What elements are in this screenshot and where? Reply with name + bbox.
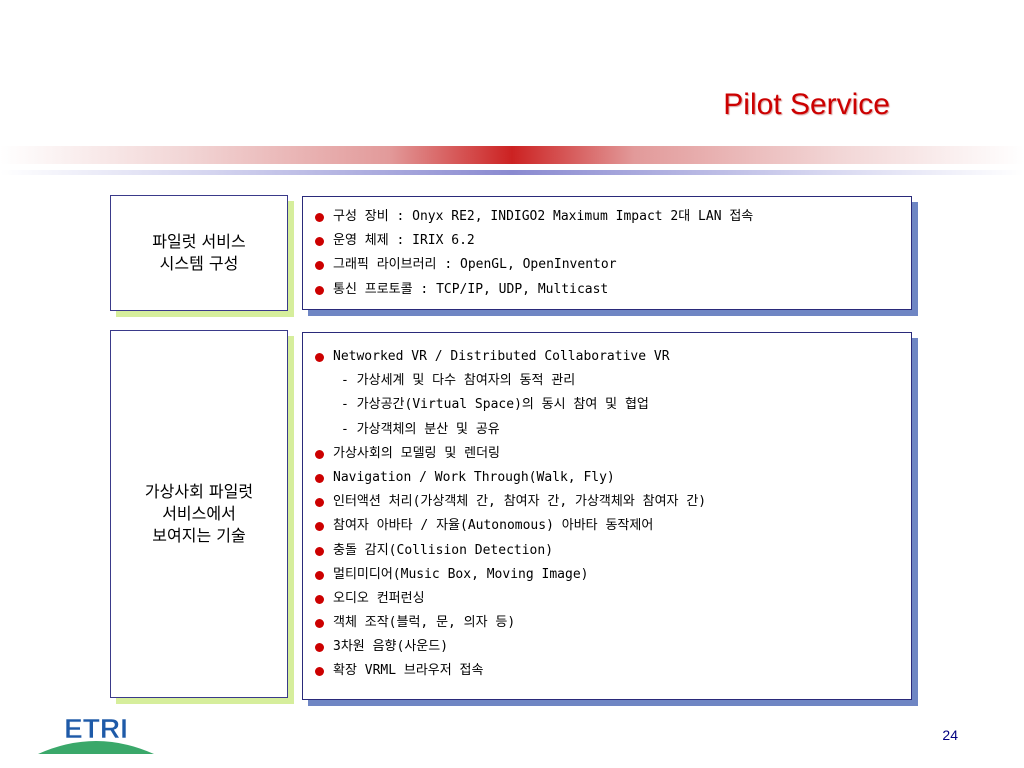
- bullet-icon: [315, 237, 324, 247]
- list-item-text: 참여자 아바타 / 자율(Autonomous) 아바타 동작제어: [333, 518, 654, 534]
- list-item: 멀티미디어(Music Box, Moving Image): [311, 563, 905, 587]
- list-item-text: 그래픽 라이브러리 : OpenGL, OpenInventor: [333, 257, 617, 273]
- list-item: 3차원 음향(사운드): [311, 635, 905, 659]
- label-line: 가상사회 파일럿: [144, 482, 254, 501]
- list-item: 확장 VRML 브라우저 접속: [311, 659, 905, 683]
- list-item-text: 3차원 음향(사운드): [333, 639, 449, 655]
- title-rule-blue: [0, 170, 1024, 175]
- list-item: 그래픽 라이브러리 : OpenGL, OpenInventor: [311, 253, 905, 277]
- section-1-label-text: 파일럿 서비스 시스템 구성: [152, 231, 245, 275]
- bullet-icon: [315, 498, 324, 508]
- list-item: Navigation / Work Through(Walk, Fly): [311, 466, 905, 490]
- section-1-list: 구성 장비 : Onyx RE2, INDIGO2 Maximum Impact…: [311, 205, 905, 302]
- list-item: 오디오 컨퍼런싱: [311, 587, 905, 611]
- list-item-text: - 가상세계 및 다수 참여자의 동적 관리: [341, 373, 576, 389]
- list-item: 가상사회의 모델링 및 렌더링: [311, 442, 905, 466]
- bullet-icon: [315, 213, 324, 222]
- bullet-icon: [315, 546, 324, 556]
- list-item: 통신 프로토콜 : TCP/IP, UDP, Multicast: [311, 278, 905, 302]
- list-item-text: 통신 프로토콜 : TCP/IP, UDP, Multicast: [333, 281, 609, 297]
- list-item: - 가상세계 및 다수 참여자의 동적 관리: [311, 369, 905, 393]
- bullet-icon: [315, 619, 324, 629]
- bullet-icon: [315, 473, 324, 483]
- label-line: 서비스에서: [162, 504, 236, 523]
- title-rule-red: [0, 146, 1024, 164]
- list-item-text: 확장 VRML 브라우저 접속: [333, 663, 484, 679]
- list-item-text: 충돌 감지(Collision Detection): [333, 542, 554, 558]
- list-item-text: 인터액션 처리(가상객체 간, 참여자 간, 가상객체와 참여자 간): [333, 494, 707, 510]
- list-item: - 가상객체의 분산 및 공유: [311, 418, 905, 442]
- list-item-text: 오디오 컨퍼런싱: [333, 590, 425, 606]
- label-line: 보여지는 기술: [152, 526, 246, 545]
- section-1-content: 구성 장비 : Onyx RE2, INDIGO2 Maximum Impact…: [302, 196, 912, 310]
- list-item: 인터액션 처리(가상객체 간, 참여자 간, 가상객체와 참여자 간): [311, 490, 905, 514]
- list-item: 충돌 감지(Collision Detection): [311, 539, 905, 563]
- section-2-label: 가상사회 파일럿 서비스에서 보여지는 기술: [110, 330, 288, 698]
- list-item: - 가상공간(Virtual Space)의 동시 참여 및 협업: [311, 393, 905, 417]
- bullet-icon: [315, 285, 324, 295]
- list-item-text: Navigation / Work Through(Walk, Fly): [333, 469, 615, 485]
- list-item-text: 멀티미디어(Music Box, Moving Image): [333, 566, 589, 582]
- bullet-icon: [315, 261, 324, 271]
- list-item: 객체 조작(블럭, 문, 의자 등): [311, 611, 905, 635]
- bullet-icon: [315, 570, 324, 580]
- page-number: 24: [942, 727, 958, 743]
- label-line: 시스템 구성: [159, 254, 239, 273]
- logo-text: ETRI: [64, 713, 128, 744]
- list-item: 구성 장비 : Onyx RE2, INDIGO2 Maximum Impact…: [311, 205, 905, 229]
- list-item-text: 객체 조작(블럭, 문, 의자 등): [333, 615, 516, 631]
- list-item-text: - 가상객체의 분산 및 공유: [341, 421, 500, 437]
- bullet-icon: [315, 643, 324, 653]
- label-line: 파일럿 서비스: [152, 232, 246, 251]
- section-2-label-text: 가상사회 파일럿 서비스에서 보여지는 기술: [145, 481, 253, 547]
- list-item-text: 운영 체제 : IRIX 6.2: [333, 233, 475, 249]
- list-item: 운영 체제 : IRIX 6.2: [311, 229, 905, 253]
- section-1-label: 파일럿 서비스 시스템 구성: [110, 195, 288, 311]
- list-item-text: 구성 장비 : Onyx RE2, INDIGO2 Maximum Impact…: [333, 209, 754, 224]
- bullet-icon: [315, 522, 324, 532]
- list-item-text: - 가상공간(Virtual Space)의 동시 참여 및 협업: [341, 397, 649, 413]
- bullet-icon: [315, 667, 324, 677]
- list-item: Networked VR / Distributed Collaborative…: [311, 345, 905, 369]
- slide-title: Pilot Service: [723, 88, 890, 121]
- bullet-icon: [315, 594, 324, 604]
- logo-green-arc-icon: [38, 741, 154, 754]
- etri-logo: ETRI: [38, 713, 154, 754]
- section-2-list: Networked VR / Distributed Collaborative…: [311, 345, 905, 684]
- list-item-text: 가상사회의 모델링 및 렌더링: [333, 445, 501, 461]
- list-item: 참여자 아바타 / 자율(Autonomous) 아바타 동작제어: [311, 514, 905, 538]
- bullet-icon: [315, 353, 324, 362]
- list-item-text: Networked VR / Distributed Collaborative…: [333, 349, 670, 364]
- section-2-content: Networked VR / Distributed Collaborative…: [302, 332, 912, 700]
- bullet-icon: [315, 449, 324, 459]
